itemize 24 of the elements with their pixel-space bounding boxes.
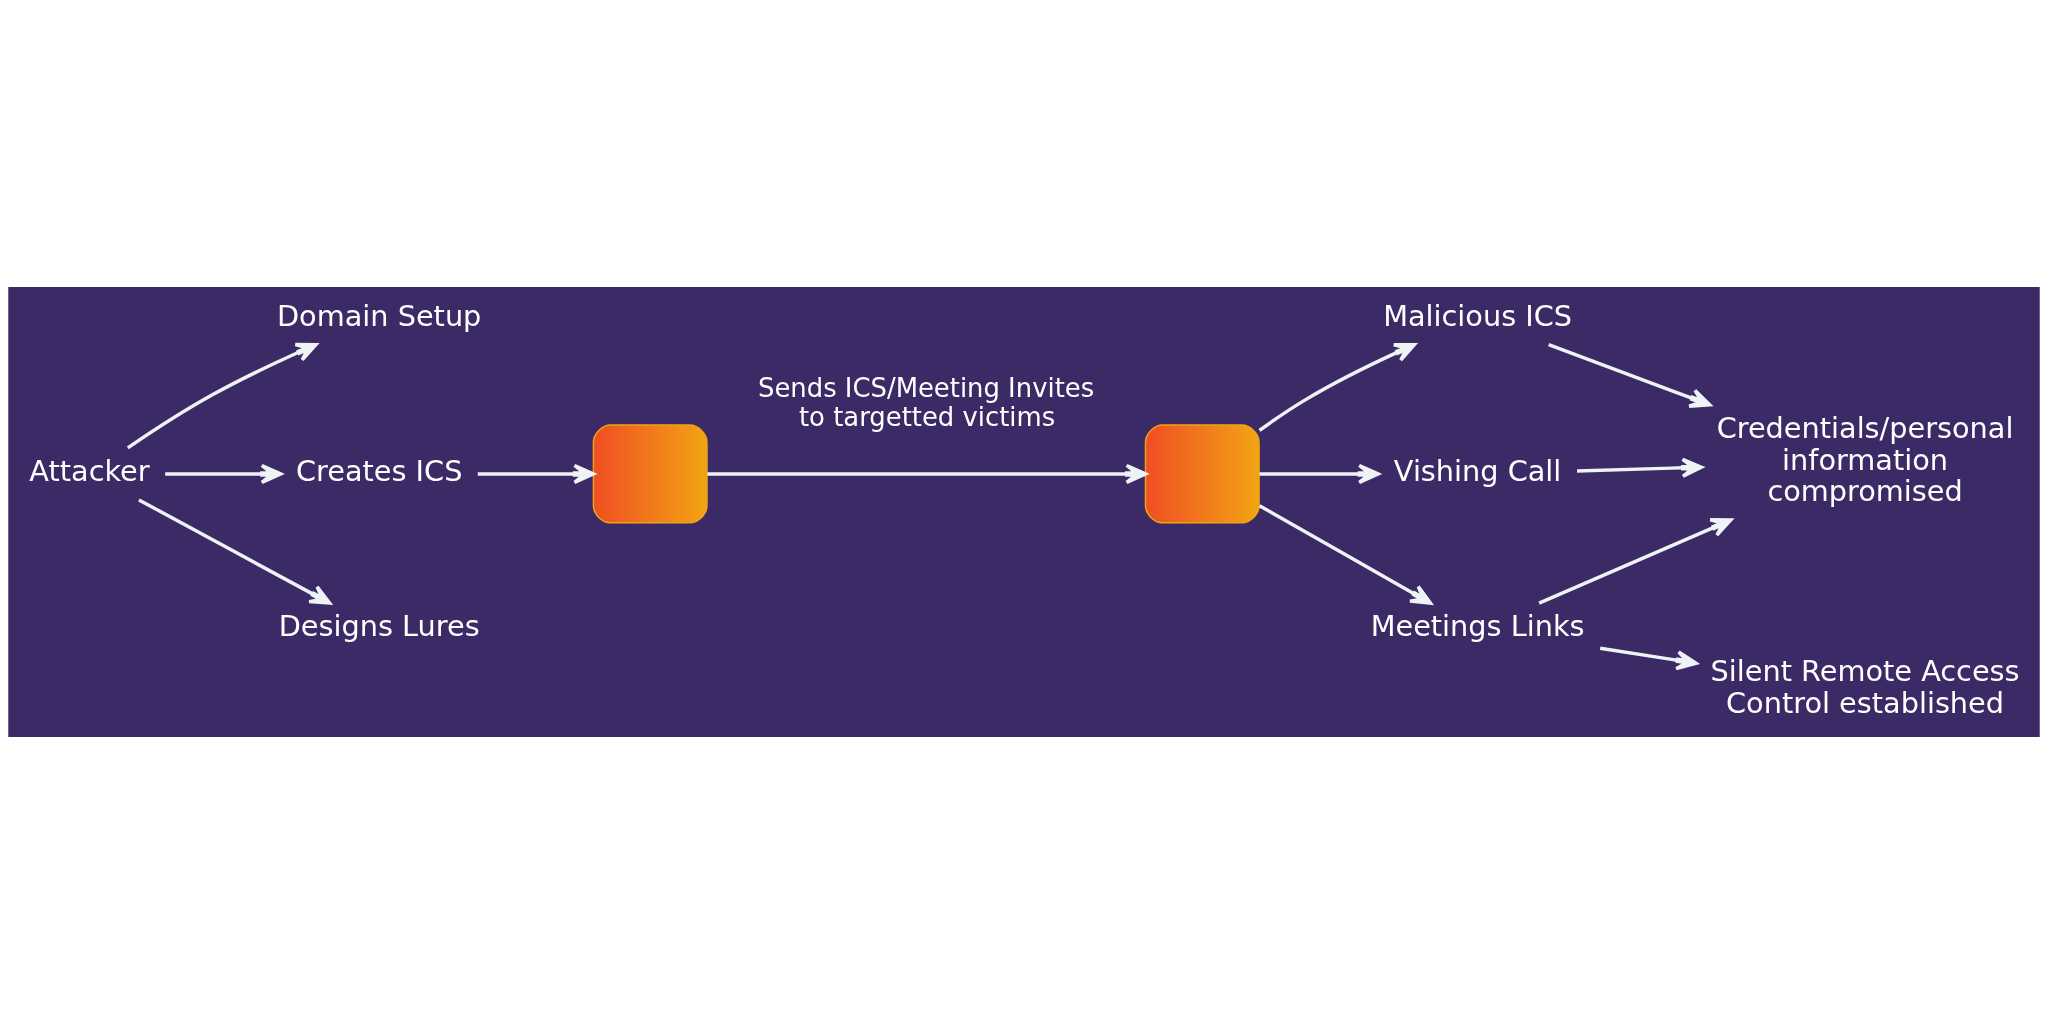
node-text: Attacker [29, 454, 150, 489]
node-text: Vishing Call [1393, 454, 1562, 489]
node-text: Malicious ICS [1383, 298, 1573, 333]
node-picture [592, 424, 708, 524]
node-text: Designs Lures [278, 609, 480, 644]
arrow [1259, 463, 1380, 485]
arrow [138, 498, 332, 605]
node-text: Meetings Links [1370, 609, 1585, 644]
node-picture [1144, 424, 1260, 524]
arrow [477, 463, 595, 485]
arrow [126, 342, 318, 450]
arrow [1599, 646, 1698, 671]
arrow [165, 463, 283, 485]
edge-label: Sends ICS/Meeting Invites to targetted victims [758, 372, 1095, 432]
node-text: Silent Remote Access Control established [1710, 653, 2020, 720]
arrow [707, 463, 1148, 485]
node-text: Credentials/personal information compromised [1716, 410, 2014, 509]
arrow [1577, 457, 1704, 478]
node-text: Creates ICS [295, 454, 463, 489]
arrow [1548, 343, 1712, 408]
arrow [1258, 504, 1433, 605]
arrow [1538, 518, 1733, 605]
node-text: Domain Setup [277, 298, 482, 333]
arrow [1258, 342, 1416, 432]
